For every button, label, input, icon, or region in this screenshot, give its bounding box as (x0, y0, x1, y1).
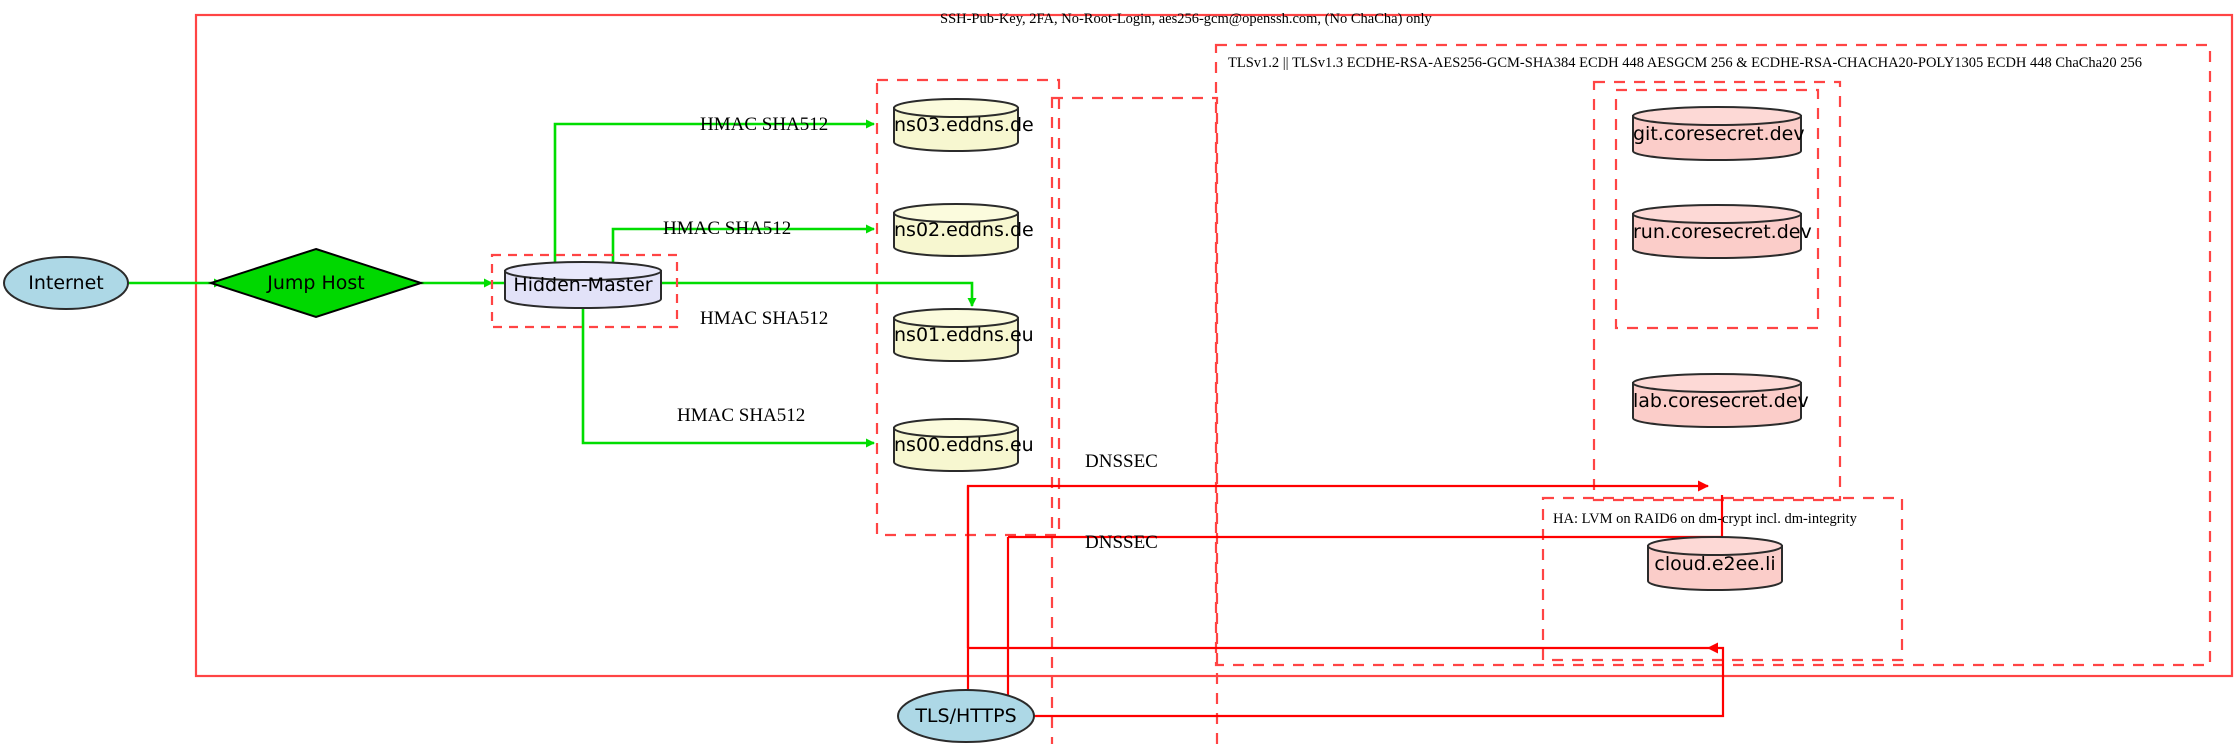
cluster-coresecret-inner (1614, 88, 1820, 330)
node-label-git-coresecret: git.coresecret.dev (1633, 123, 1805, 145)
edge-label-dnssec-lower: DNSSEC (1085, 532, 1158, 553)
node-cloud-e2ee-li[interactable] (1647, 536, 1783, 591)
node-label-ns03: ns03.eddns.de (894, 114, 1034, 136)
edge-label-dnssec-upper: DNSSEC (1085, 451, 1158, 472)
edge-label-hmac-ns02: HMAC SHA512 (663, 218, 792, 239)
node-ns01-eddns-eu[interactable] (893, 308, 1019, 362)
node-run-coresecret-dev[interactable] (1632, 204, 1802, 259)
node-label-ns00: ns00.eddns.eu (894, 434, 1034, 456)
node-hidden-master[interactable] (504, 261, 662, 309)
node-jump-host[interactable] (207, 247, 425, 319)
node-lab-coresecret-dev[interactable] (1632, 373, 1802, 428)
node-ns00-eddns-eu[interactable] (893, 418, 1019, 472)
node-label-cloud-e2ee: cloud.e2ee.li (1654, 553, 1776, 575)
node-label-lab-coresecret: lab.coresecret.dev (1633, 390, 1809, 412)
cluster-coresecret-outer (1592, 80, 1842, 502)
node-label-internet: Internet (28, 272, 104, 294)
node-internet[interactable] (3, 256, 129, 310)
cluster-tls-policy (1214, 43, 2212, 667)
edge-label-hmac-ns03: HMAC SHA512 (700, 114, 829, 135)
node-label-ns01: ns01.eddns.eu (894, 324, 1034, 346)
node-label-ns02: ns02.eddns.de (894, 219, 1034, 241)
node-label-hidden-master: Hidden-Master (513, 274, 653, 296)
node-label-run-coresecret: run.coresecret.dev (1633, 221, 1812, 243)
tls-policy-label: TLSv1.2 || TLSv1.3 ECDHE-RSA-AES256-GCM-… (1228, 55, 2142, 71)
storage-policy-label: HA: LVM on RAID6 on dm-crypt incl. dm-in… (1553, 511, 1857, 527)
edge-hm-to-ns03 (553, 119, 875, 282)
cluster-dnssec-zone (1050, 96, 1219, 744)
node-label-tls-https: TLS/HTTPS (915, 705, 1017, 727)
node-ns03-eddns-de[interactable] (893, 98, 1019, 152)
edge-tlshttps-to-ha-storage (1010, 642, 1725, 718)
edge-label-hmac-ns00: HMAC SHA512 (677, 405, 806, 426)
node-tls-https[interactable] (897, 689, 1035, 743)
node-ns02-eddns-de[interactable] (893, 203, 1019, 257)
node-label-jump-host: Jump Host (267, 272, 365, 294)
node-git-coresecret-dev[interactable] (1632, 106, 1802, 161)
cluster-ssh-policy (194, 13, 2234, 678)
edge-hm-to-ns00 (581, 285, 875, 448)
edge-label-hmac-ns01: HMAC SHA512 (700, 308, 829, 329)
ssh-policy-label: SSH-Pub-Key, 2FA, No-Root-Login, aes256-… (940, 11, 1432, 27)
